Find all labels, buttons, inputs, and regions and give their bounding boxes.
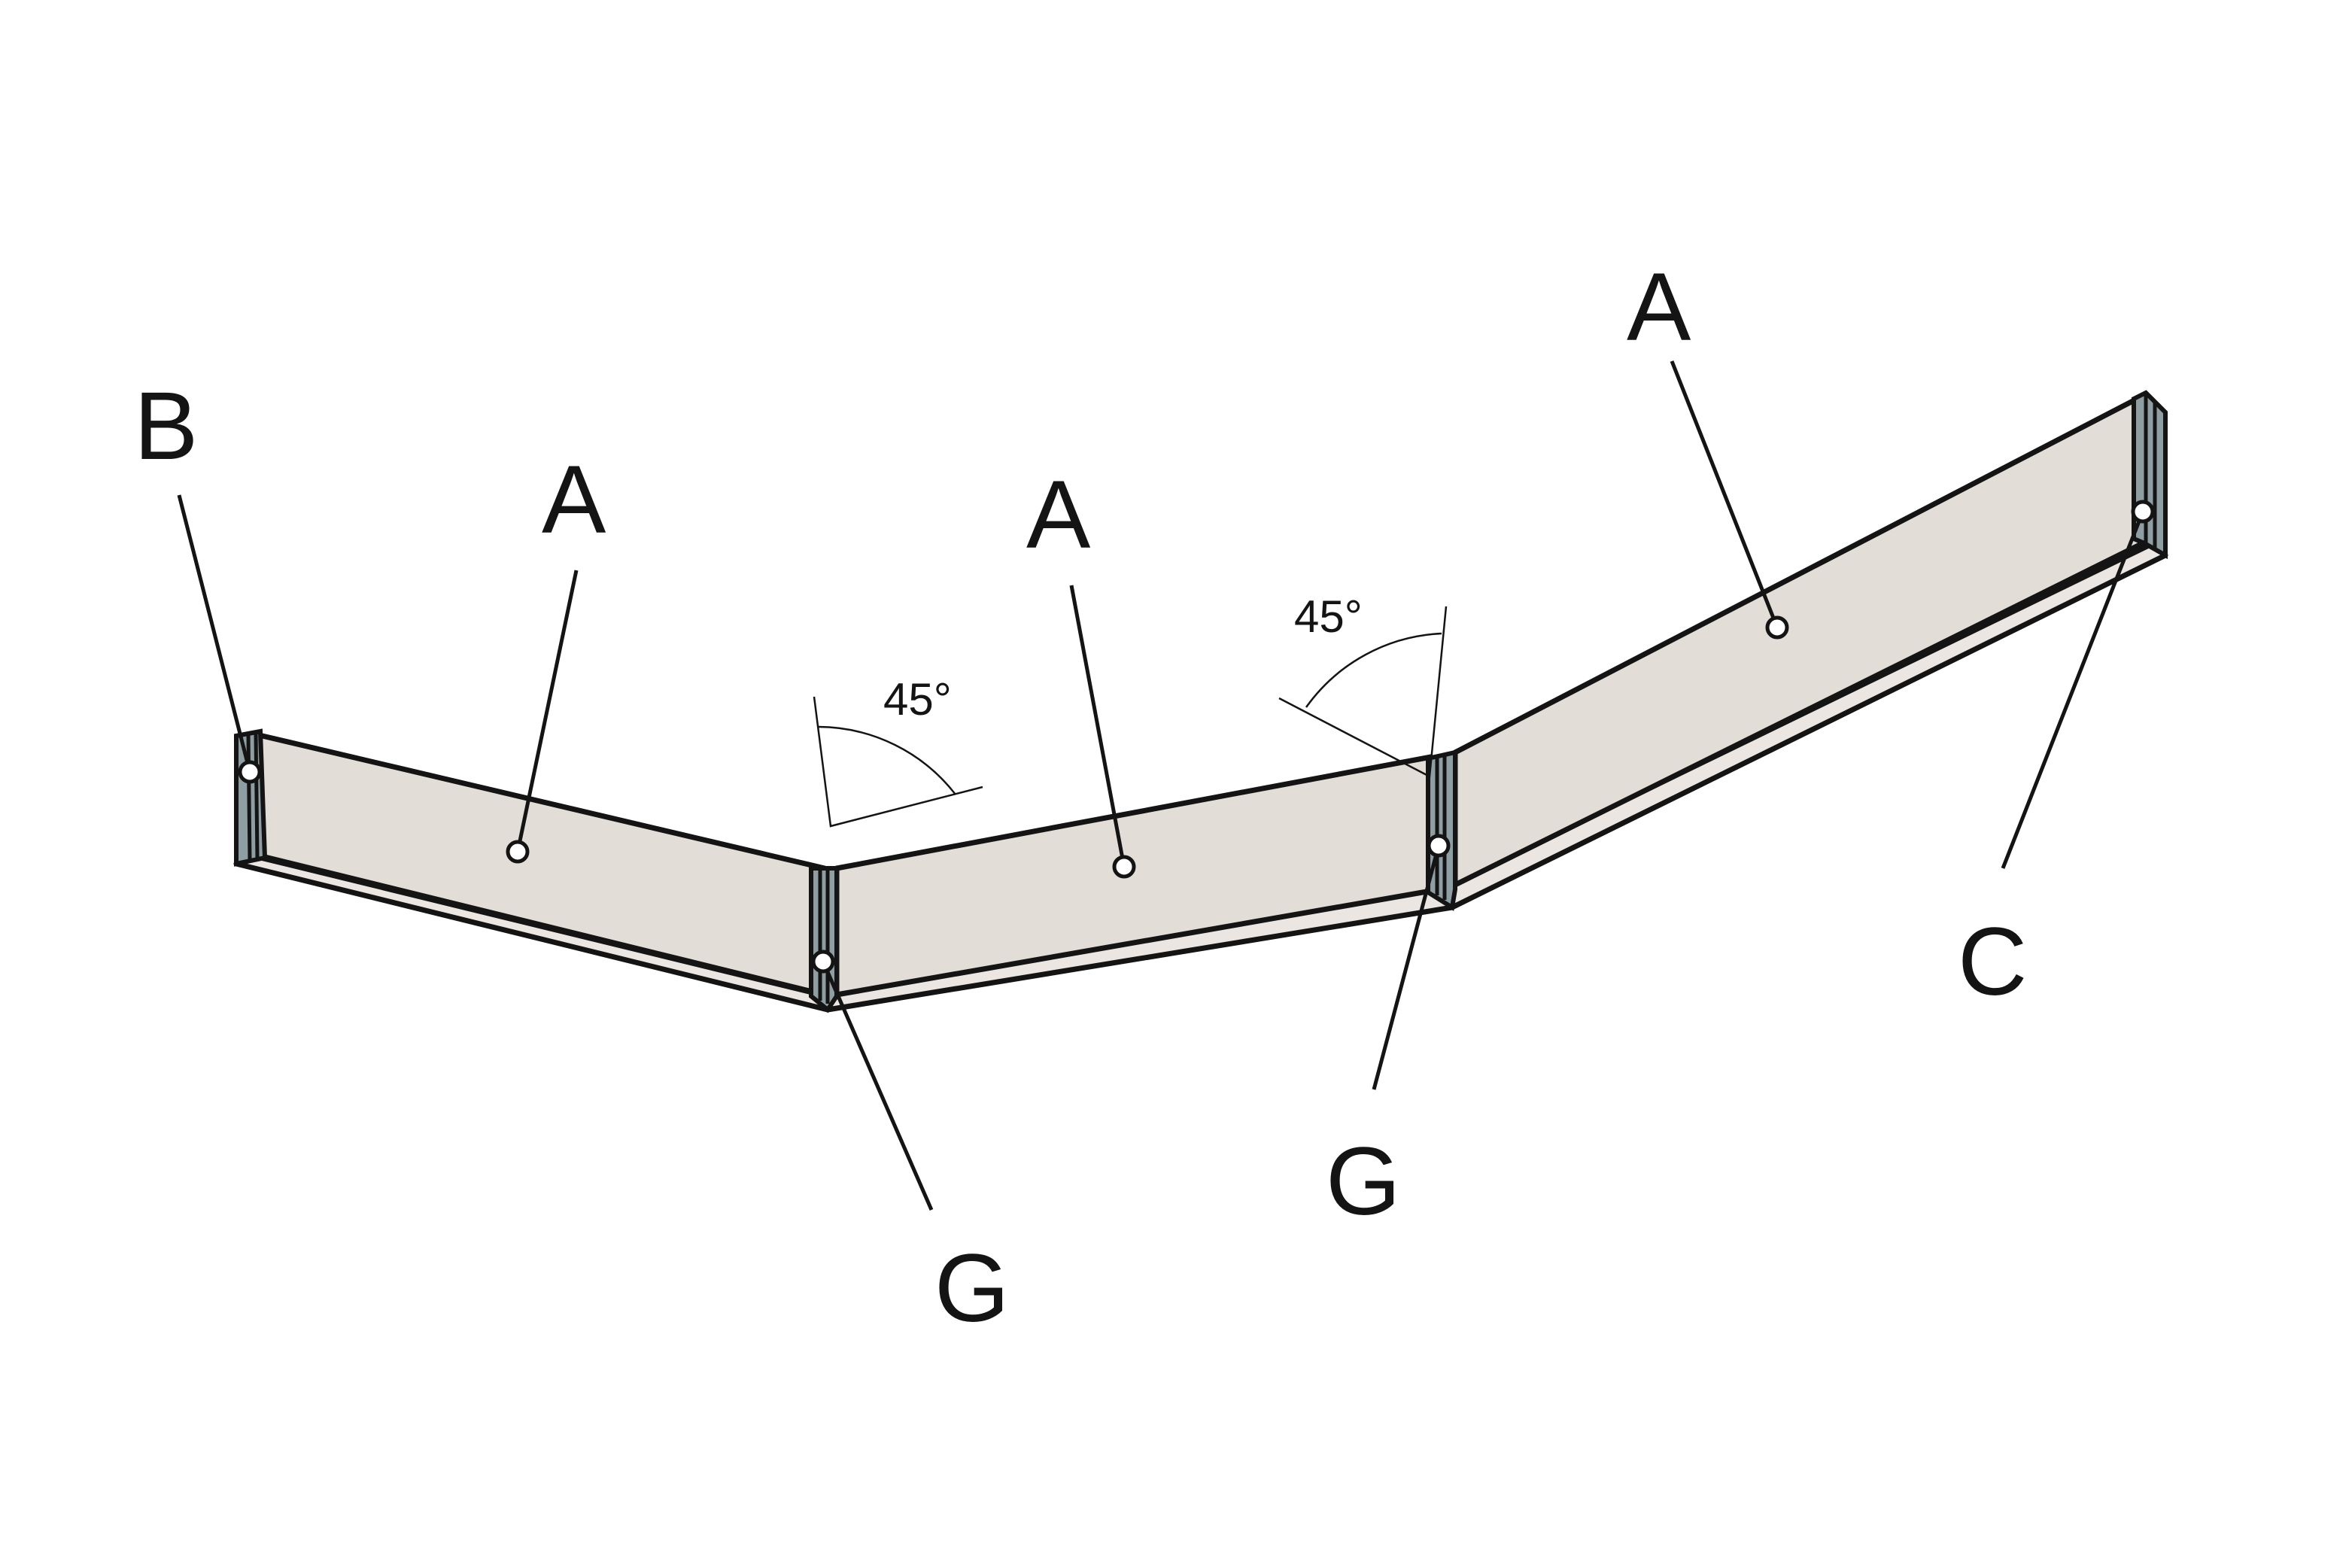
leader-g-left	[821, 961, 934, 1211]
dot-a-middle	[1112, 855, 1136, 879]
leader-a-middle	[1069, 585, 1126, 868]
angle-marker-right: 45°	[1278, 591, 1448, 778]
leader-g-right	[1372, 845, 1441, 1090]
dot-g-left	[811, 950, 835, 974]
label-b: B	[134, 372, 198, 480]
label-a-right: A	[1627, 254, 1691, 361]
dot-g-right	[1427, 834, 1451, 858]
leader-a-right	[1670, 360, 1779, 628]
angle-marker-left: 45°	[813, 674, 983, 828]
label-c: C	[1958, 908, 2027, 1016]
post-b	[234, 728, 268, 867]
angle-label-right: 45°	[1294, 591, 1363, 642]
label-a-left: A	[542, 446, 606, 554]
callout-dots	[238, 500, 2155, 974]
dot-a-left	[506, 840, 530, 864]
dot-a-right	[1765, 615, 1789, 640]
callout-labels: B A A A G G C	[134, 254, 2027, 1342]
dot-c	[2131, 500, 2155, 524]
label-g-left: G	[934, 1235, 1010, 1342]
panel-a-right	[1442, 391, 2168, 910]
dot-b	[238, 760, 262, 784]
leader-lines	[177, 360, 2145, 1211]
post-c	[2132, 390, 2168, 560]
leader-a-left	[515, 570, 579, 852]
label-a-middle: A	[1026, 461, 1091, 569]
panel-a-middle	[825, 754, 1455, 1013]
label-g-right: G	[1326, 1128, 1401, 1235]
post-g-right	[1426, 749, 1457, 911]
leader-c	[2001, 511, 2145, 869]
angle-label-left: 45°	[883, 674, 952, 725]
leader-b	[177, 494, 252, 773]
